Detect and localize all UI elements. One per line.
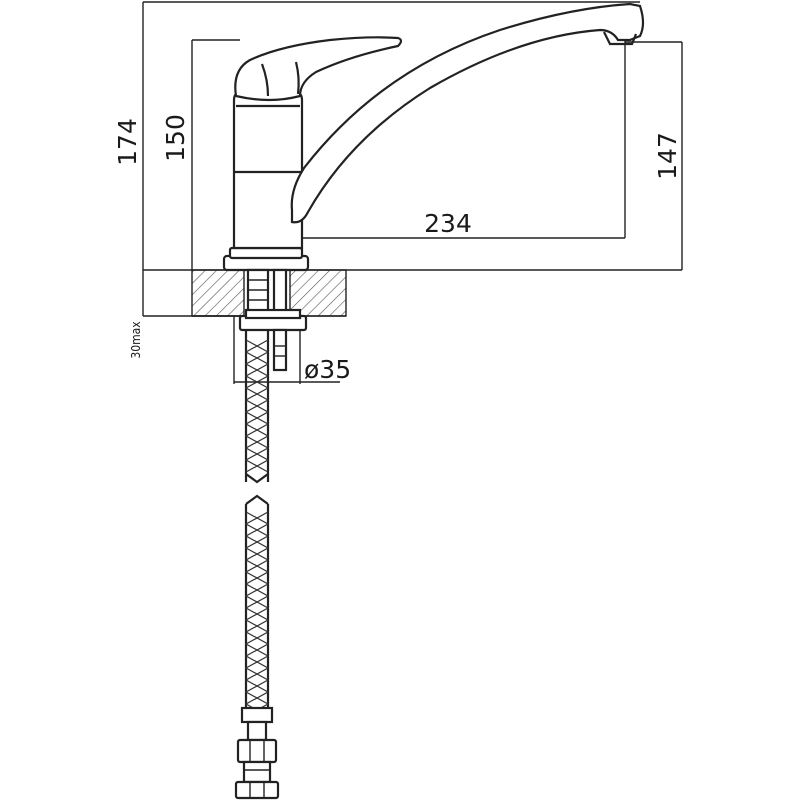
countertop-section xyxy=(191,269,347,317)
dimension-label-counter-thickness: 30max xyxy=(129,321,143,359)
hose-end-fitting xyxy=(234,706,280,800)
dimension-label-total-height: 174 xyxy=(113,118,142,166)
flex-hose-lower xyxy=(244,494,270,720)
dimension-label-spout-reach: 234 xyxy=(424,209,472,238)
dimension-label-body-height: 150 xyxy=(161,114,190,162)
flex-hose-upper xyxy=(244,330,270,484)
mounting-hardware xyxy=(238,268,308,372)
dimension-frame xyxy=(142,1,683,384)
faucet-body xyxy=(222,90,310,272)
dimension-label-hole-diameter: ø35 xyxy=(304,355,351,384)
spout xyxy=(290,2,645,224)
lever-handle xyxy=(234,36,403,102)
dimension-label-spout-height: 147 xyxy=(653,132,682,180)
